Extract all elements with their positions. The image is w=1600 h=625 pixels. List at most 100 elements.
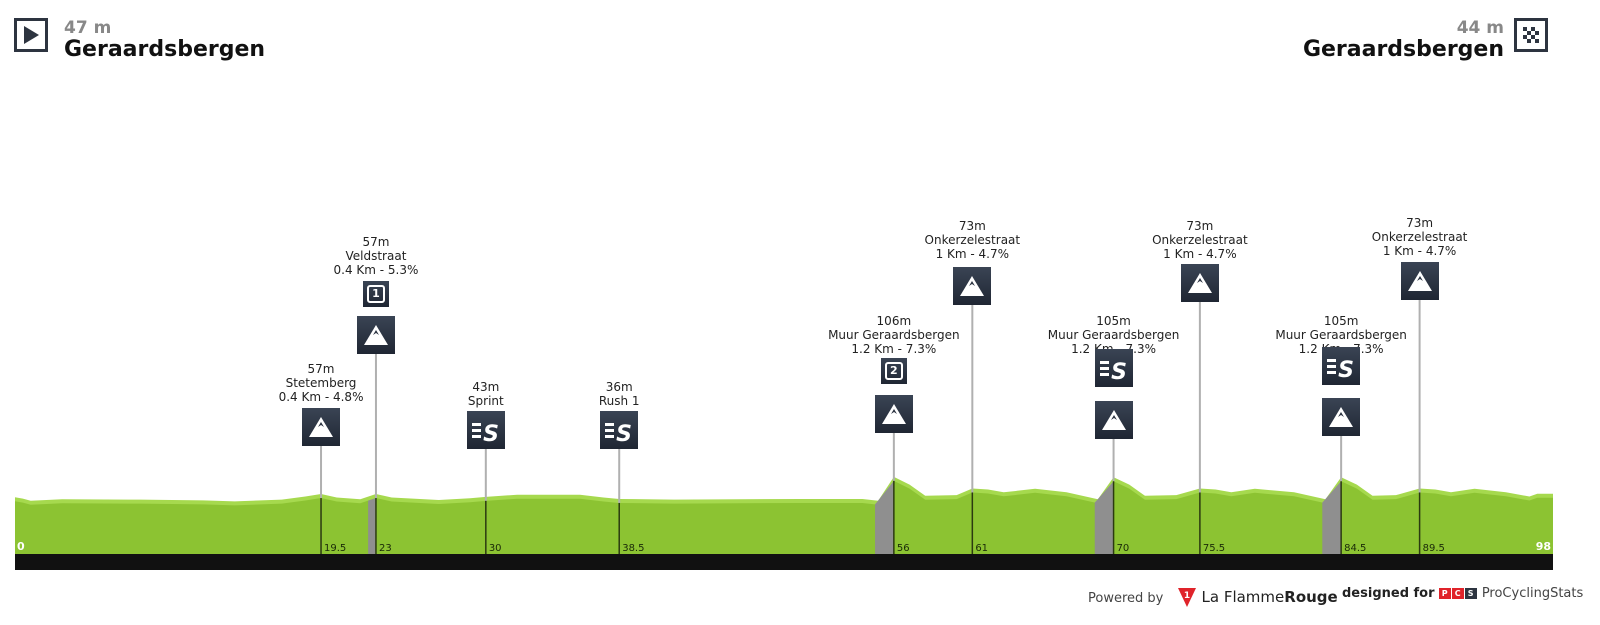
km-label: 61 — [975, 543, 988, 554]
km-label: 56 — [897, 543, 910, 554]
mountain-icon — [363, 325, 388, 345]
checker-square — [1531, 35, 1535, 39]
marker-label-line: 36m — [605, 380, 633, 394]
mountain-marker — [1322, 398, 1361, 436]
svg-text:1: 1 — [1183, 591, 1189, 601]
marker-label-line: Veldstraat — [345, 249, 407, 263]
km-label: 19.5 — [324, 543, 346, 554]
profile-area — [15, 480, 1553, 554]
mountain-icon — [309, 417, 334, 437]
mountain-marker — [953, 267, 992, 305]
category-number: 2 — [884, 362, 903, 380]
km-end-label: 98 — [1536, 540, 1551, 553]
mountain-marker — [874, 395, 913, 433]
marker-label-line: Onkerzelestraat — [1371, 230, 1468, 244]
checker-square — [1531, 27, 1535, 31]
mountain-icon — [1101, 410, 1126, 430]
mountain-icon — [1329, 407, 1354, 427]
brand-b: Rouge — [1284, 588, 1338, 606]
marker-label-line: 57m — [307, 362, 335, 376]
sprint-icon: S — [1327, 358, 1354, 383]
marker-label-line: 1 Km - 4.7% — [1382, 244, 1457, 258]
finish-elevation: 44 m — [1456, 18, 1504, 38]
climb-segment — [1094, 481, 1114, 554]
marker-label-line: 106m — [876, 314, 912, 328]
marker-label-line: 105m — [1096, 314, 1131, 328]
sprint-icon: S — [1099, 360, 1127, 385]
pcs-name: ProCyclingStats — [1481, 586, 1584, 601]
marker-label-line: 1.2 Km - 7.3% — [851, 342, 937, 356]
start-elevation: 47 m — [64, 18, 112, 38]
mountain-icon — [960, 276, 985, 296]
designed-for-label: designed for — [1342, 586, 1435, 601]
km-label: 75.5 — [1203, 543, 1225, 554]
play-icon — [24, 26, 39, 44]
km-start-label: 0 — [17, 540, 25, 553]
marker-label-line: 105m — [1323, 314, 1359, 328]
marker-label-line: 73m — [1186, 219, 1214, 233]
km-label: 89.5 — [1423, 543, 1445, 554]
start-flag — [14, 18, 48, 52]
checkered-flag-icon — [1523, 27, 1539, 43]
start-header: 47 m Geraardsbergen — [64, 18, 265, 62]
marker-label-line: 1 Km - 4.7% — [1163, 247, 1237, 261]
marker-label-line: 57m — [362, 235, 390, 249]
marker-label-line: 0.4 Km - 4.8% — [278, 390, 364, 404]
km-label: 38.5 — [622, 543, 644, 554]
sprint-icon: S — [471, 422, 499, 447]
marker-label-line: Muur Geraardsbergen — [1047, 328, 1180, 342]
finish-header: 44 m Geraardsbergen — [1303, 18, 1504, 62]
marker-label-line: Rush 1 — [598, 394, 640, 408]
category-badge: 1 — [362, 281, 389, 307]
finish-city: Geraardsbergen — [1302, 37, 1504, 62]
sprint-marker: S — [1322, 347, 1361, 385]
marker-label-line: Muur Geraardsbergen — [828, 328, 960, 342]
marker-label-line: Onkerzelestraat — [1152, 233, 1248, 247]
start-city: Geraardsbergen — [64, 37, 266, 62]
mountain-marker — [356, 316, 395, 354]
pcs-logo-c: C — [1451, 588, 1464, 599]
checker-square — [1527, 39, 1531, 43]
pcs-logo-s: S — [1464, 588, 1477, 599]
checker-square — [1523, 35, 1527, 39]
checker-square — [1527, 31, 1531, 35]
svg-text:S: S — [616, 422, 632, 447]
checker-square — [1535, 31, 1539, 35]
km-label: 84.5 — [1344, 543, 1366, 554]
category-badge: 2 — [880, 358, 907, 384]
baseline-bar — [15, 554, 1553, 570]
svg-text:S: S — [1111, 360, 1127, 385]
checker-square — [1523, 27, 1527, 31]
sprint-marker: S — [1094, 349, 1133, 387]
climb-segment — [1322, 481, 1342, 554]
marker-label-line: 0.4 Km - 5.3% — [333, 263, 419, 277]
marker-label-line: Stetemberg — [285, 376, 357, 390]
marker-label-line: 1 Km - 4.7% — [935, 247, 1010, 261]
km-label: 70 — [1117, 543, 1130, 554]
finish-flag — [1514, 18, 1548, 52]
marker-label-line: Muur Geraardsbergen — [1275, 328, 1407, 342]
km-label: 30 — [489, 543, 502, 554]
climb-segment — [368, 498, 376, 554]
sprint-icon: S — [605, 422, 632, 447]
mountain-marker — [1400, 262, 1439, 300]
mountain-icon — [881, 404, 906, 424]
marker-label-line: 73m — [1406, 216, 1434, 230]
marker-label-line: Sprint — [467, 394, 504, 408]
marker-label-line: 73m — [958, 219, 986, 233]
marker-label-line: Onkerzelestraat — [924, 233, 1021, 247]
category-number: 1 — [366, 285, 385, 303]
mountain-marker — [1180, 264, 1219, 302]
flamme-rouge-logo-icon: 1 — [1177, 588, 1196, 607]
pcs-logo-p: P — [1438, 588, 1451, 599]
svg-text:S: S — [483, 422, 499, 447]
